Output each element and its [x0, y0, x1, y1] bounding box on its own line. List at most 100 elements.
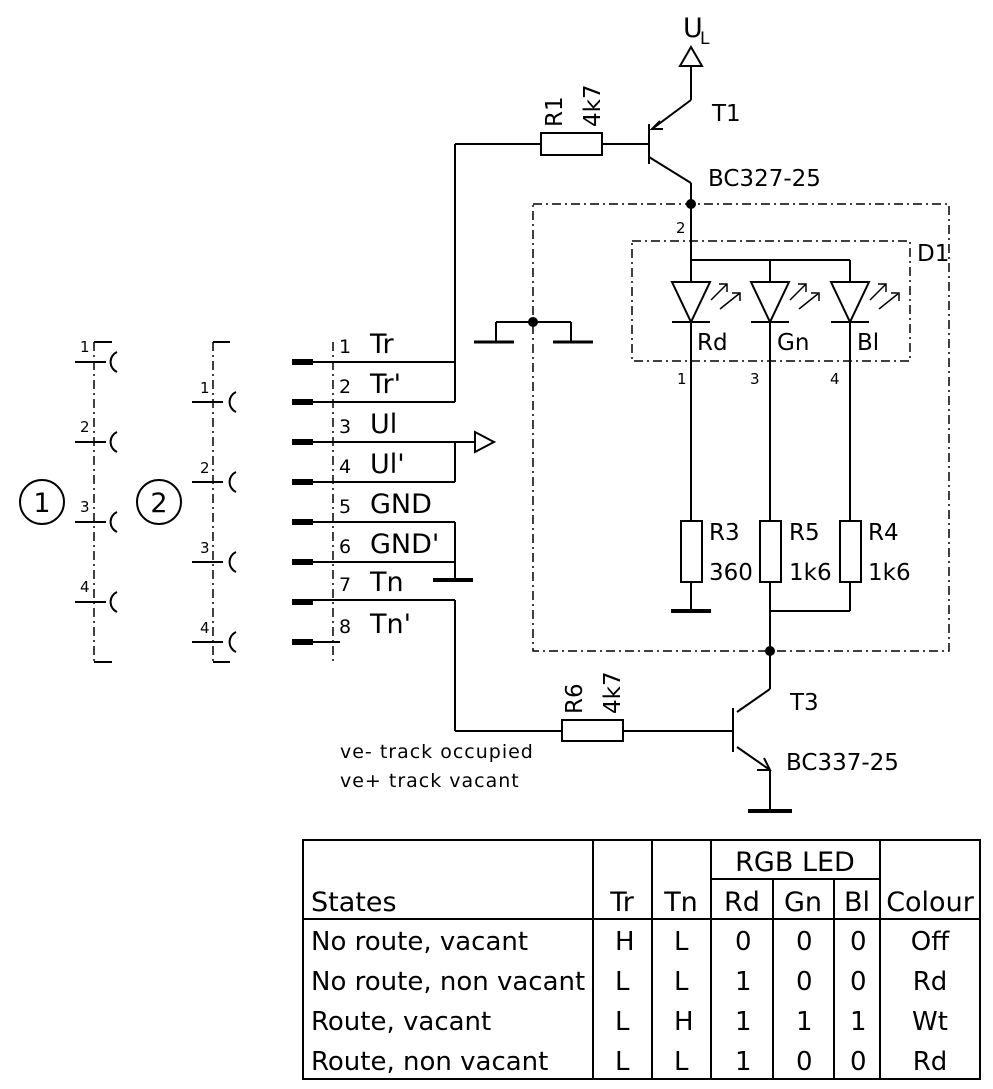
cell-bl: 1 — [850, 1007, 867, 1037]
conn-pin-label-5: GND — [370, 489, 432, 520]
supply-label-sub: L — [700, 29, 710, 49]
cell-state: No route, non vacant — [311, 967, 585, 997]
r4-value: 1k6 — [868, 560, 911, 586]
resistor-r3: R3 360 — [671, 520, 753, 613]
state-table: RGB LED States Tr Tn Rd Gn Bl Colour No … — [302, 839, 981, 1080]
cell-tn: L — [674, 1047, 689, 1077]
cell-rd: 0 — [735, 927, 752, 957]
conn-pin-num-1: 1 — [339, 336, 351, 358]
cell-tr: L — [615, 1047, 630, 1077]
socket-1-num-4: 4 — [80, 578, 90, 596]
t3-name: T3 — [789, 690, 819, 716]
cell-gn: 0 — [796, 927, 813, 957]
rgb-led-d1: D1 2 Rd Gn — [631, 204, 949, 388]
table-row: No route, vacant H L 0 0 0 Off — [311, 927, 950, 957]
d1-pin-4: 4 — [830, 370, 840, 388]
cell-colour: Rd — [913, 967, 948, 997]
cell-state: No route, vacant — [311, 927, 528, 957]
socket-1-num-3: 3 — [80, 498, 90, 516]
table-header-gn: Gn — [784, 887, 822, 918]
socket-2-num-3: 3 — [200, 539, 210, 557]
cell-tn: H — [674, 1007, 694, 1037]
table-header-colour: Colour — [886, 887, 975, 918]
cell-tr: H — [615, 927, 635, 957]
resistor-r6: R6 4k7 — [454, 600, 733, 742]
table-frame — [302, 839, 981, 1080]
resistor-r5: R5 1k6 — [759, 520, 832, 651]
socket-2-id: 2 — [150, 488, 167, 519]
cell-tn: L — [674, 967, 689, 997]
cell-state: Route, vacant — [311, 1007, 491, 1037]
table-group-header: RGB LED — [735, 847, 855, 878]
cell-bl: 0 — [850, 967, 867, 997]
led-rd: Rd — [670, 281, 741, 356]
cell-rd: 1 — [735, 1047, 752, 1077]
r1-value: 4k7 — [580, 84, 606, 127]
supply-label: U — [683, 13, 703, 44]
conn-pin-num-3: 3 — [339, 416, 351, 438]
table-header-rd: Rd — [724, 887, 760, 918]
led-bl: Bl — [829, 281, 900, 356]
table-header-tr: Tr — [609, 887, 635, 918]
conn-pin-num-6: 6 — [339, 536, 351, 558]
table-row: Route, non vacant L L 1 0 0 Rd — [311, 1047, 947, 1077]
transistor-t3: T3 BC337-25 — [732, 651, 899, 813]
socket-1-num-1: 1 — [80, 338, 90, 356]
conn-pin-label-7: Tn — [369, 567, 404, 598]
conn-pin-num-4: 4 — [339, 456, 351, 478]
cell-gn: 1 — [796, 1007, 813, 1037]
led-bl-label: Bl — [857, 330, 879, 356]
socket-1-id: 1 — [33, 488, 50, 519]
d1-pin-2: 2 — [676, 219, 686, 237]
led-gn-label: Gn — [777, 330, 809, 356]
socket-2-id-circle — [136, 479, 182, 525]
connector-block: 1 2 3 4 5 6 7 8 Tr Tr' Ul Ul' GND GND' T… — [292, 329, 497, 662]
cell-rd: 1 — [735, 967, 752, 997]
r3-value: 360 — [709, 560, 753, 586]
led-rd-label: Rd — [697, 330, 728, 356]
cell-tn: L — [674, 927, 689, 957]
socket-2: 2 1 2 3 4 — [136, 341, 237, 663]
socket-1-num-2: 2 — [80, 418, 90, 436]
cell-gn: 0 — [796, 967, 813, 997]
socket-2-num-1: 1 — [200, 379, 210, 397]
conn-pin-num-8: 8 — [339, 616, 351, 638]
supply-arrow-icon — [678, 45, 704, 67]
table-header-tn: Tn — [663, 887, 698, 918]
socket-2-num-4: 4 — [200, 619, 210, 637]
r3-name: R3 — [709, 520, 740, 546]
cell-colour: Rd — [913, 1047, 948, 1077]
t1-name: T1 — [711, 101, 741, 127]
cell-rd: 1 — [735, 1007, 752, 1037]
led-gn: Gn — [749, 281, 820, 356]
ul-arrow-icon — [474, 430, 497, 454]
d1-name: D1 — [917, 241, 949, 267]
cell-tr: L — [615, 1007, 630, 1037]
socket-1: 1 1 2 3 4 — [19, 338, 118, 663]
table-header-bl: Bl — [844, 887, 870, 918]
note-vacant: ve+ track vacant — [340, 770, 520, 792]
t1-part: BC327-25 — [708, 166, 821, 192]
t3-part: BC337-25 — [786, 750, 899, 776]
transistor-t1: T1 BC327-25 — [648, 99, 821, 204]
switch-symbol — [474, 317, 593, 344]
conn-pin-label-4: Ul' — [370, 449, 405, 480]
conn-pin-label-2: Tr' — [369, 369, 401, 400]
cell-bl: 0 — [850, 927, 867, 957]
module-box — [532, 203, 950, 652]
r5-name: R5 — [789, 520, 820, 546]
table-header-states: States — [311, 887, 397, 918]
resistor-r1: R1 4k7 — [454, 84, 649, 402]
socket-1-id-circle — [19, 479, 65, 525]
table-row: Route, vacant L H 1 1 1 Wt — [311, 1007, 948, 1037]
cell-colour: Off — [911, 927, 950, 957]
conn-pin-num-5: 5 — [339, 496, 351, 518]
d1-pin-1: 1 — [677, 370, 687, 388]
socket-2-num-2: 2 — [200, 459, 210, 477]
cell-gn: 0 — [796, 1047, 813, 1077]
d1-pin-3: 3 — [750, 370, 760, 388]
conn-pin-num-7: 7 — [339, 574, 351, 596]
cell-tr: L — [615, 967, 630, 997]
resistor-r4: R4 1k6 — [770, 520, 911, 612]
